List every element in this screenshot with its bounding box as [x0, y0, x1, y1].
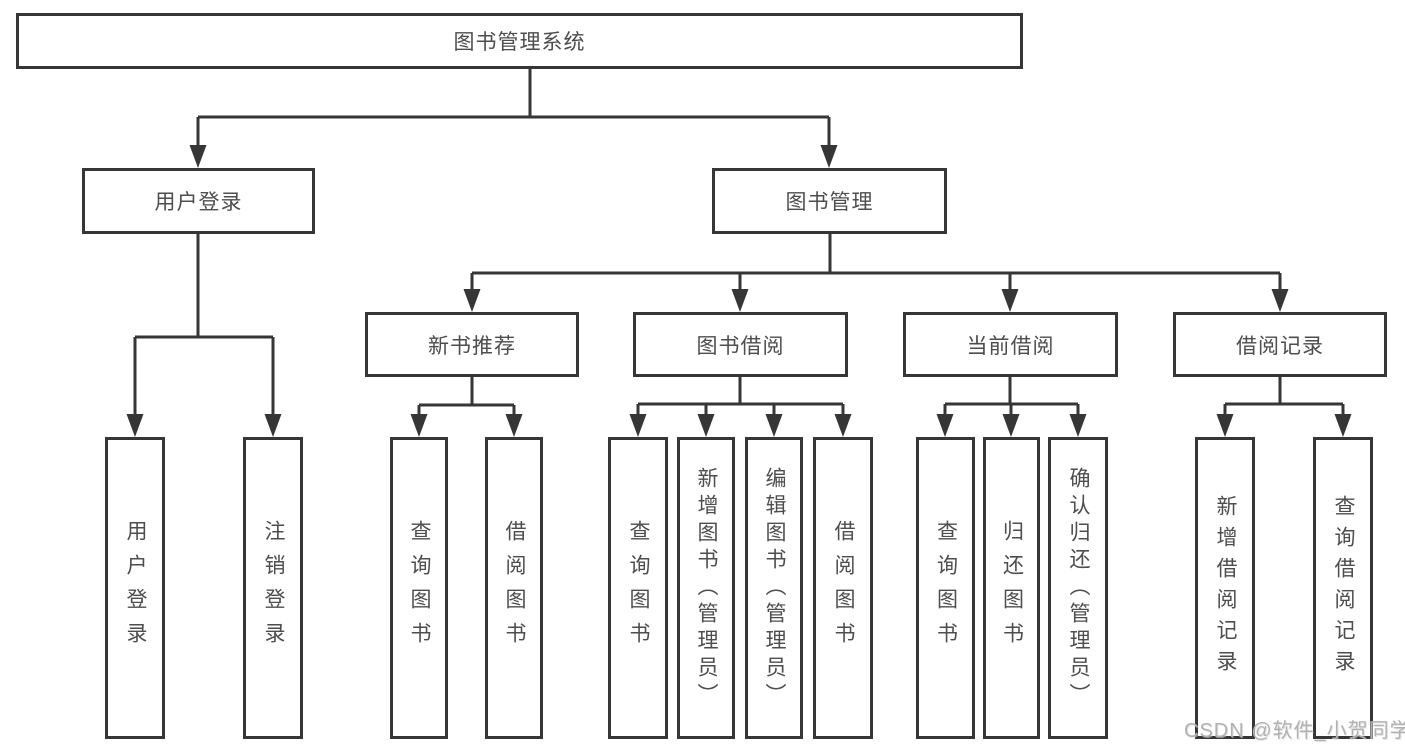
leaf-query-books-borrow: 查询图书 [608, 437, 668, 739]
leaf-borrow-books: 借阅图书 [813, 437, 873, 739]
leaf-add-borrow-record: 新增借阅记录 [1195, 437, 1255, 739]
leaf-query-books-recommend: 查询图书 [390, 437, 448, 739]
node-book-management: 图书管理 [712, 168, 947, 234]
node-root: 图书管理系统 [16, 13, 1023, 69]
node-current-borrow: 当前借阅 [903, 312, 1118, 377]
leaf-query-borrow-record: 查询借阅记录 [1313, 437, 1373, 739]
leaf-borrow-books-recommend: 借阅图书 [485, 437, 543, 739]
leaf-edit-book-admin: 编辑图书（管理员） [745, 437, 803, 739]
leaf-add-book-admin: 新增图书（管理员） [677, 437, 735, 739]
node-borrow-records: 借阅记录 [1173, 312, 1387, 377]
leaf-query-books-current: 查询图书 [916, 437, 975, 739]
node-book-borrow: 图书借阅 [633, 312, 848, 377]
node-new-book-recommend: 新书推荐 [365, 312, 579, 377]
leaf-logout: 注销登录 [243, 437, 303, 739]
leaf-confirm-return-admin: 确认归还（管理员） [1048, 437, 1108, 739]
leaf-return-book: 归还图书 [983, 437, 1040, 739]
watermark: CSDN @软件_小贺同学 [1184, 720, 1405, 742]
arrowheads [126, 145, 1352, 437]
leaf-user-login: 用户登录 [105, 437, 165, 739]
node-user-login: 用户登录 [82, 168, 315, 234]
